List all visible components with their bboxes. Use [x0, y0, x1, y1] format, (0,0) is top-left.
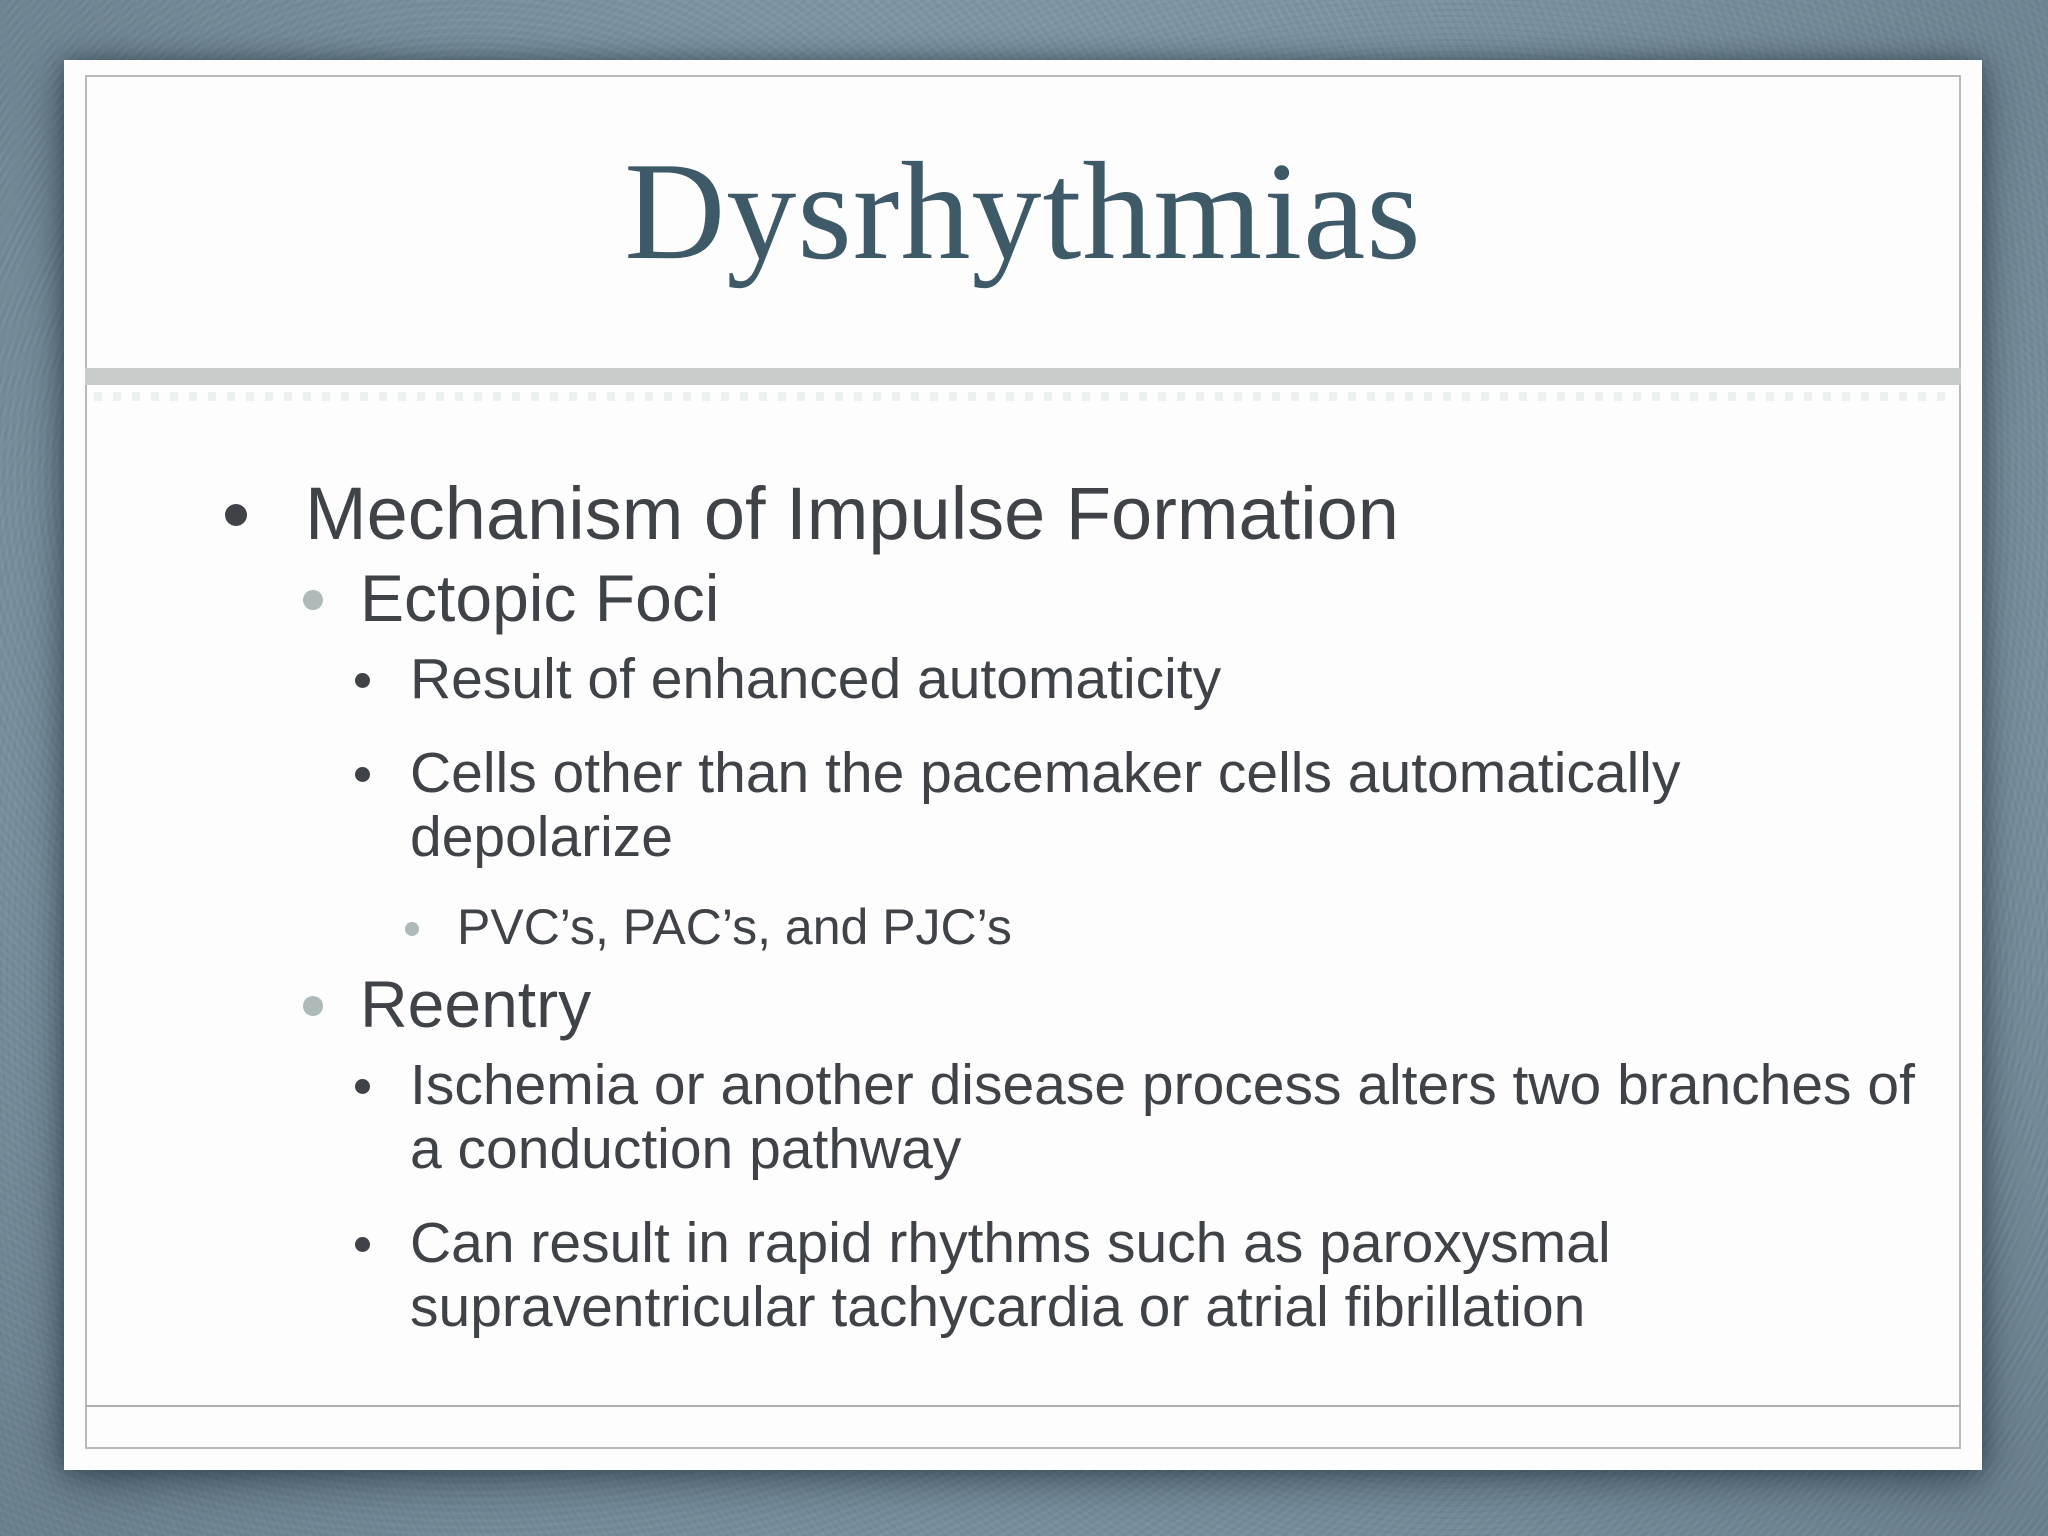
footer-divider-line [85, 1405, 1961, 1407]
bullet-can-result-rapid-rhythms: Can result in rapid rhythms such as paro… [64, 1211, 1952, 1340]
bullet-pvcs-pacs-pjcs: PVC’s, PAC’s, and PJC’s [64, 899, 1952, 957]
bullet-cells-other-than-pacemaker: Cells other than the pacemaker cells aut… [64, 741, 1952, 870]
bullet-reentry: Reentry [64, 965, 1952, 1044]
bullet-list: Mechanism of Impulse Formation Ectopic F… [64, 470, 1952, 1369]
bullet-ischemia-alters-branches: Ischemia or another disease process alte… [64, 1053, 1952, 1182]
title-separator-band [85, 368, 1961, 385]
dotted-accent-row [94, 392, 1952, 401]
slide-title: Dysrhythmias [624, 134, 1422, 289]
slide-card: Dysrhythmias Mechanism of Impulse Format… [64, 60, 1982, 1470]
bullet-ectopic-foci: Ectopic Foci [64, 559, 1952, 638]
bullet-result-of-enhanced-automaticity: Result of enhanced automaticity [64, 647, 1952, 712]
bullet-mechanism-of-impulse-formation: Mechanism of Impulse Formation [64, 470, 1952, 559]
